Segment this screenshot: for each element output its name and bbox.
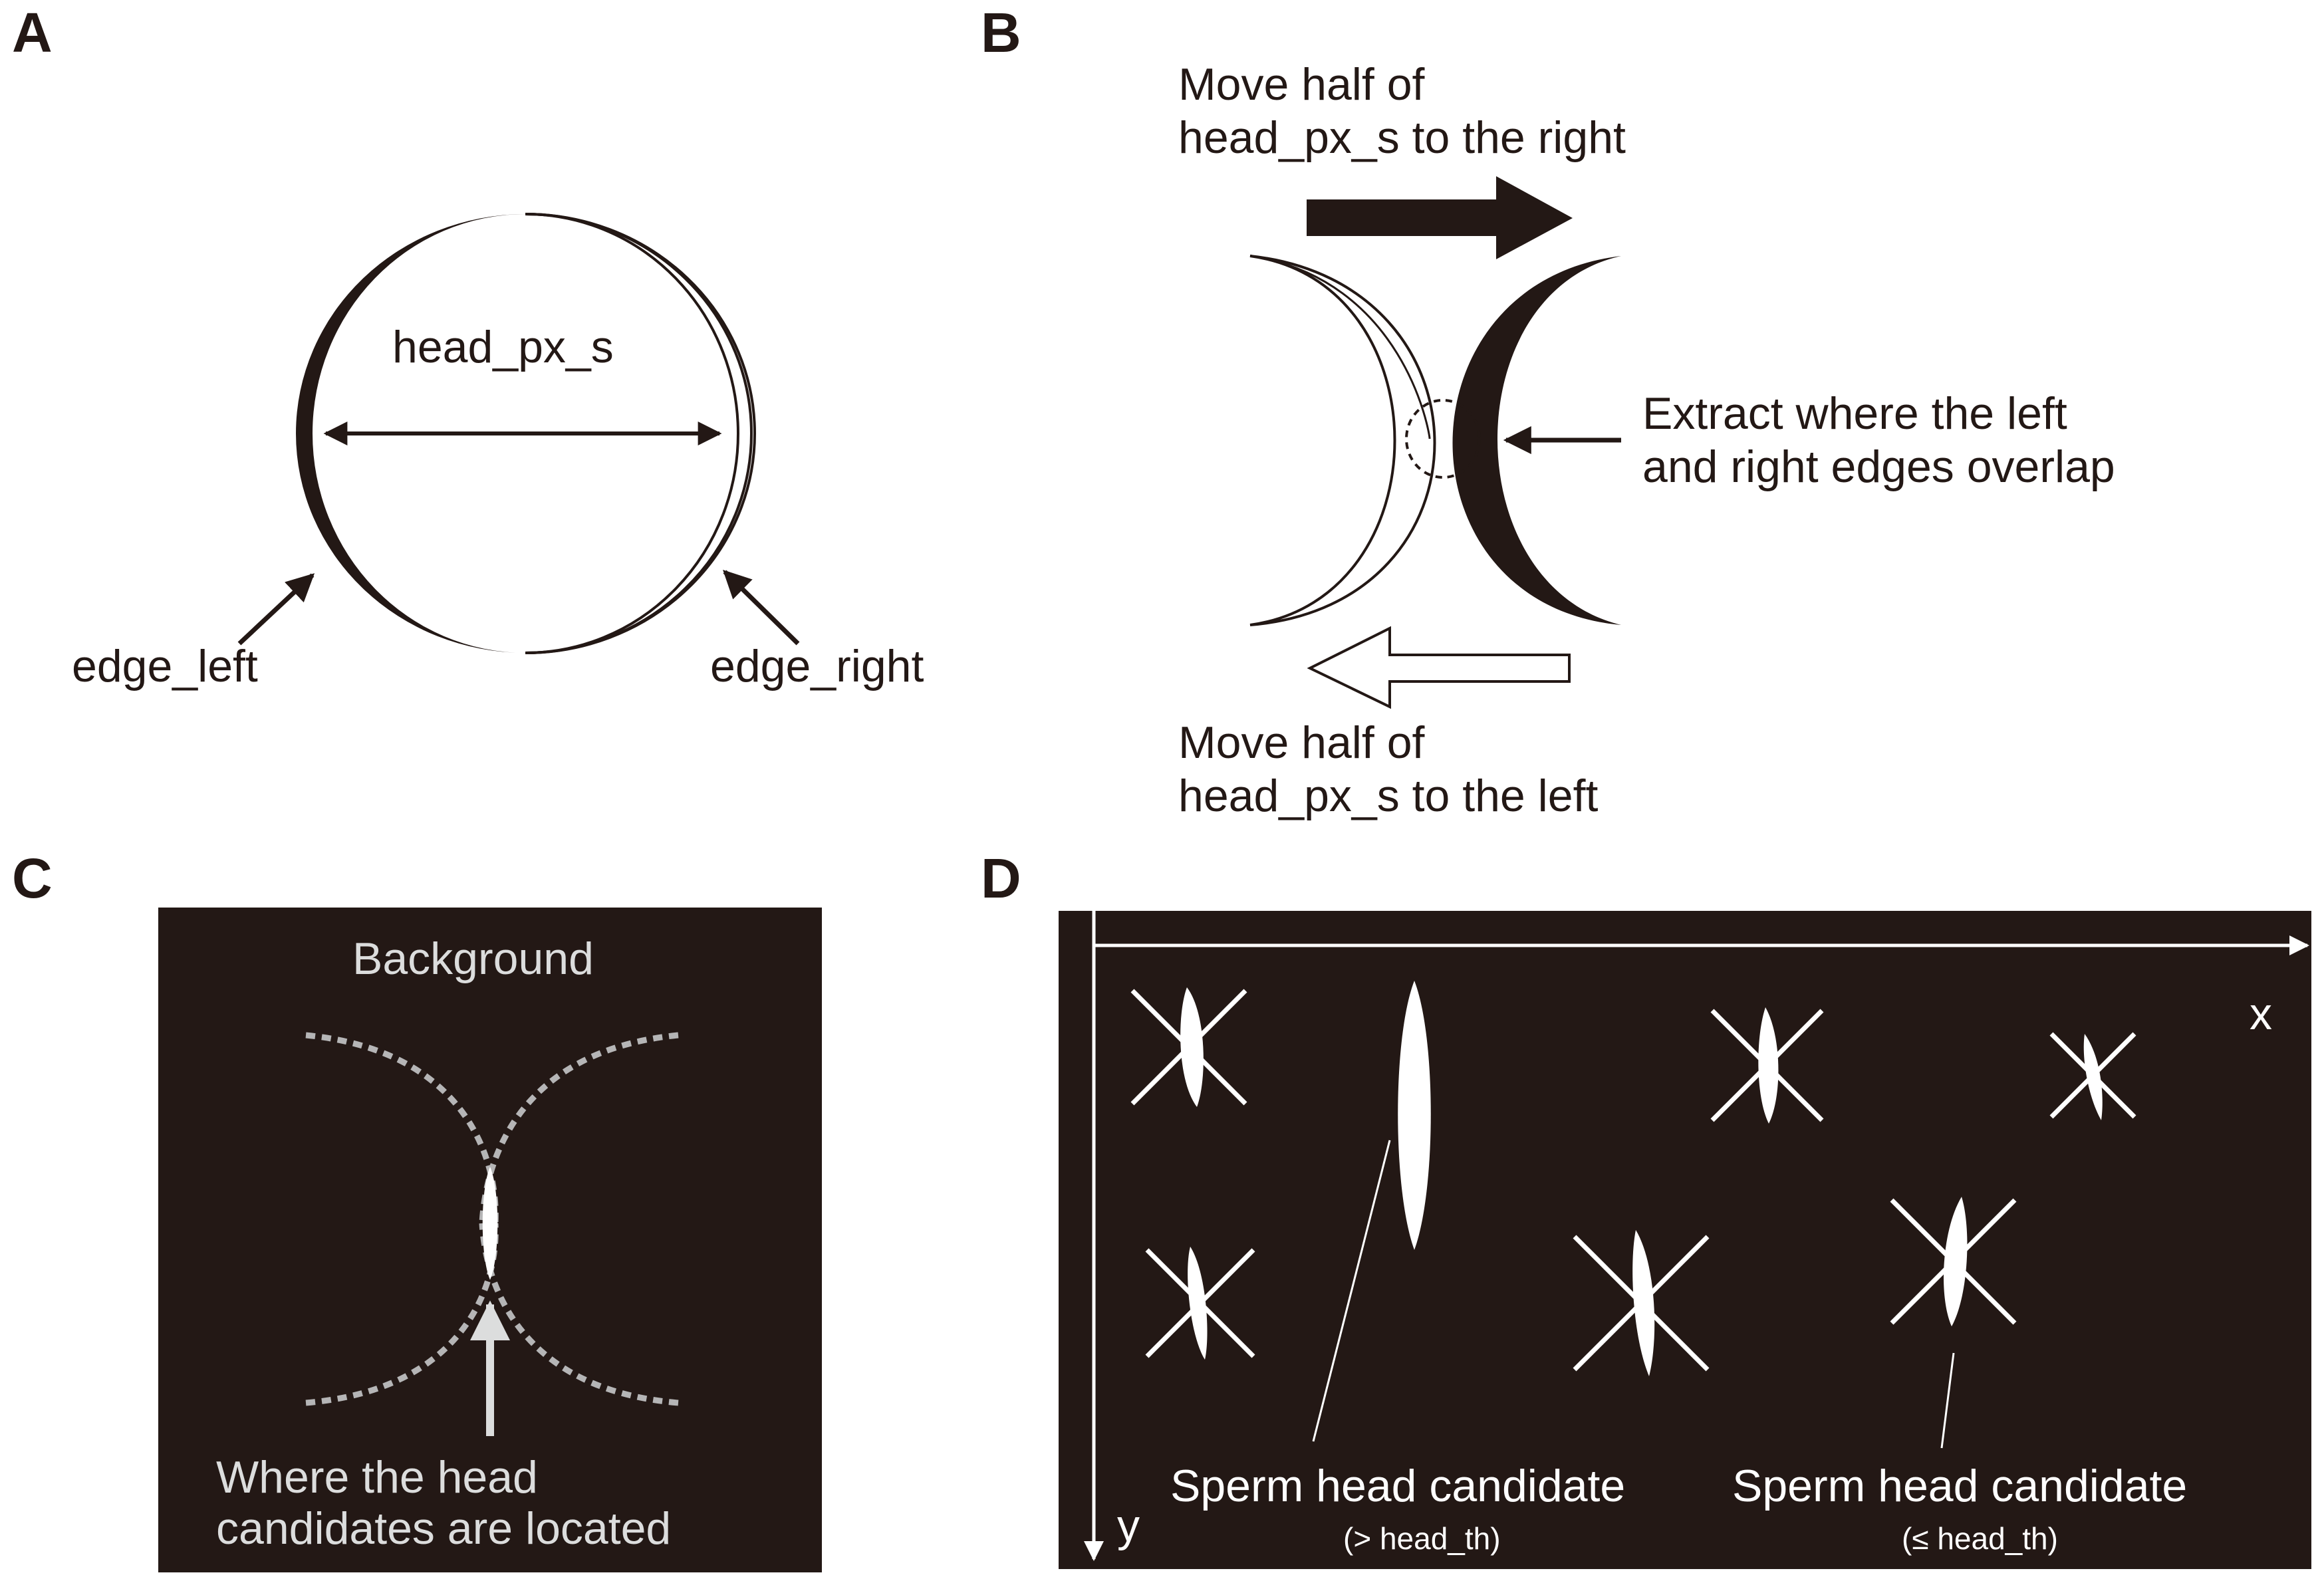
head-circle — [296, 213, 756, 654]
panel-b: B Move half of head_px_s to the right Ex… — [981, 1, 2115, 821]
extract-line2: and right edges overlap — [1642, 441, 2115, 492]
overlap-region — [1405, 399, 1481, 479]
background-label: Background — [352, 933, 594, 984]
candidate-large-note: (> head_th) — [1343, 1521, 1501, 1556]
move-right-line1: Move half of — [1178, 59, 1425, 110]
diameter-label: head_px_s — [392, 322, 614, 372]
candidate-small-leader — [1940, 1352, 1955, 1449]
candidate-small-3 — [2049, 1032, 2136, 1120]
overlap-candidate — [482, 1167, 498, 1280]
candidate-large — [1398, 981, 1431, 1250]
candidate-large-label: Sperm head candidate — [1170, 1461, 1625, 1511]
candidate-small-1 — [1130, 987, 1247, 1107]
candidate-small-2 — [1710, 1007, 1824, 1124]
edge-left-pointer — [237, 573, 315, 646]
candidate-small-note: (≤ head_th) — [1902, 1521, 2058, 1556]
panel-a: A head_px_s edge_left edge_right — [12, 1, 924, 691]
edge-right-pointer — [723, 570, 800, 646]
candidate-small-5 — [1573, 1230, 1710, 1376]
x-axis-label: x — [2250, 989, 2272, 1039]
binary-image — [1059, 911, 2311, 1569]
right-edge-shifted — [1452, 256, 1621, 625]
location-line2: candidates are located — [216, 1503, 671, 1554]
candidate-small-6 — [1890, 1197, 2017, 1326]
panel-c-letter: C — [12, 847, 53, 910]
y-axis-label: y — [1117, 1501, 1140, 1551]
move-right-line2: head_px_s to the right — [1178, 112, 1626, 163]
candidate-small-4 — [1145, 1247, 1255, 1360]
edge-right-label: edge_right — [710, 641, 924, 691]
move-right-arrow — [1307, 176, 1573, 259]
candidate-large-leader — [1312, 1140, 1391, 1442]
panel-d-letter: D — [981, 847, 1021, 910]
move-left-line2: head_px_s to the left — [1178, 771, 1598, 821]
edge-left-label: edge_left — [72, 641, 258, 691]
move-left-line1: Move half of — [1178, 717, 1425, 768]
panel-b-letter: B — [981, 1, 1021, 64]
move-left-arrow — [1307, 626, 1571, 709]
left-edge-shifted — [1249, 255, 1436, 626]
panel-a-letter: A — [12, 1, 53, 64]
panel-c: C Background Where the head candidates a… — [12, 847, 822, 1572]
location-line1: Where the head — [216, 1452, 538, 1503]
candidate-small-label: Sperm head candidate — [1732, 1461, 2187, 1511]
panel-d: D x y — [981, 847, 2311, 1569]
extract-line1: Extract where the left — [1642, 388, 2067, 439]
